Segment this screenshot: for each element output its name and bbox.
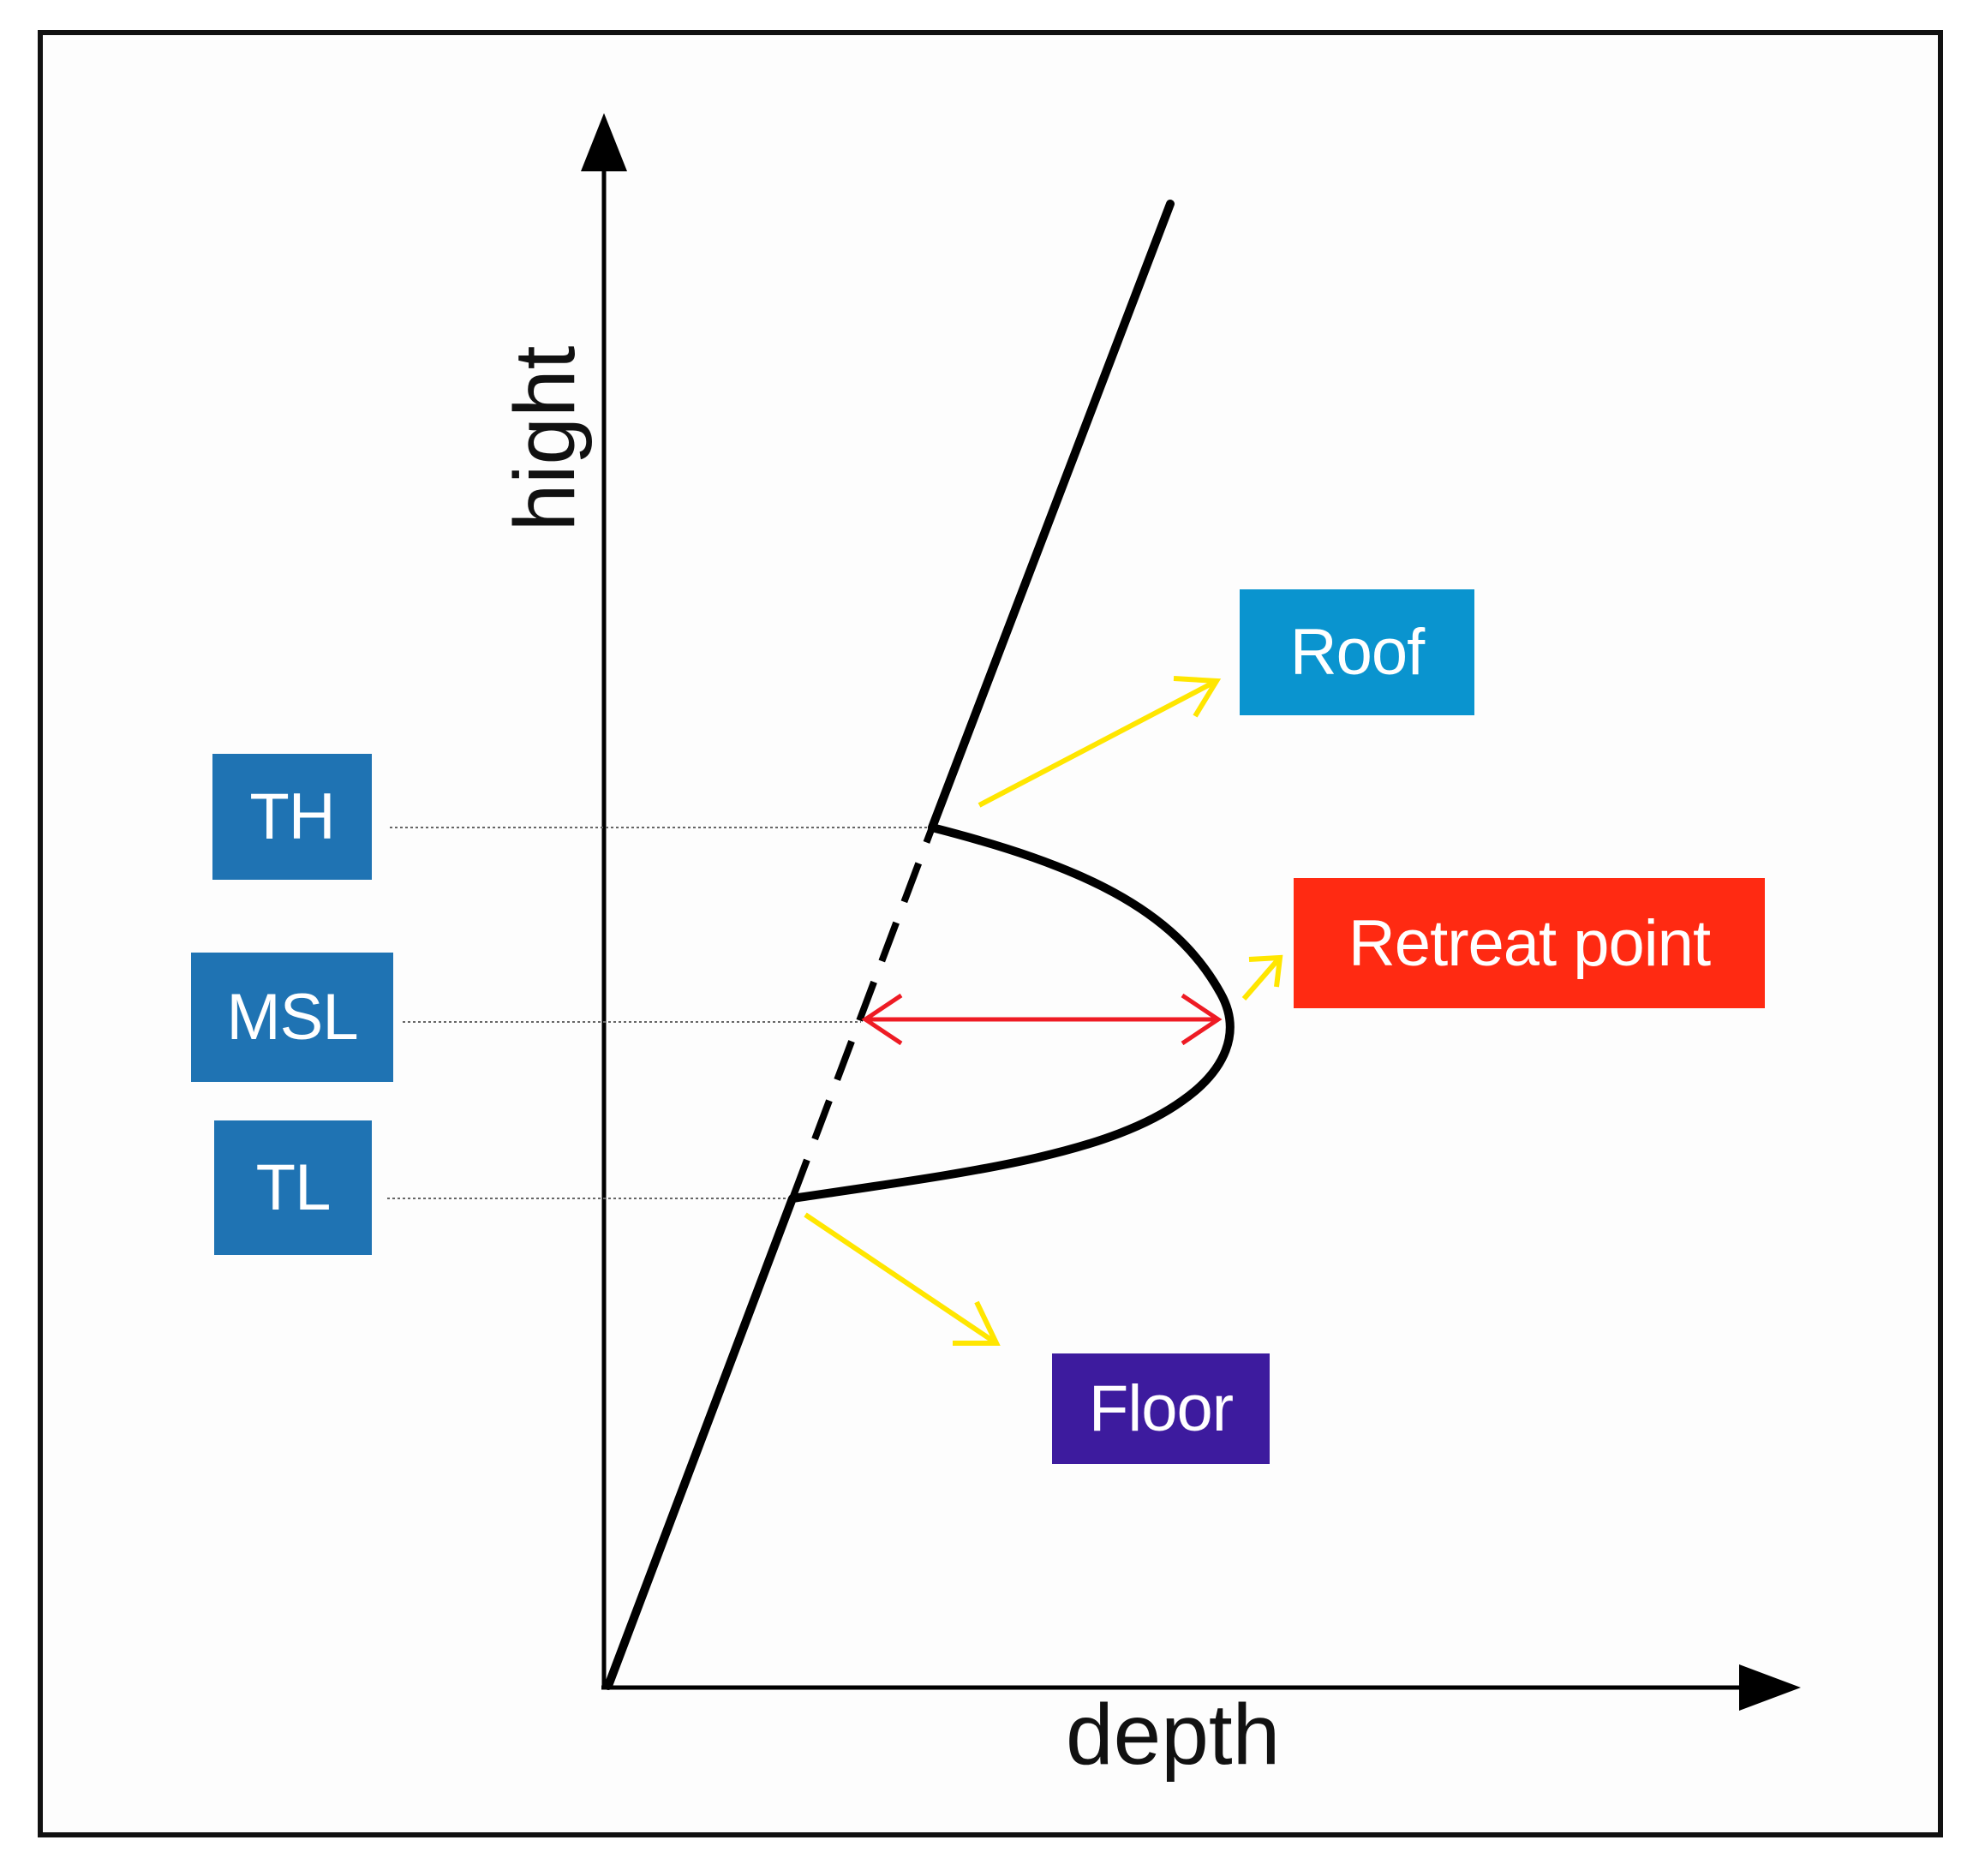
x-axis-arrowhead [1739, 1664, 1801, 1711]
floor-pointer-arrow [804, 1212, 995, 1344]
floor-pointer-arrowhead [953, 1300, 1001, 1346]
retreat-pointer-arrow [1241, 958, 1281, 1001]
roof-pointer-arrowhead [1173, 676, 1222, 718]
y-axis-arrowhead [581, 113, 627, 171]
retreat-point-label-box: Retreat point [1294, 878, 1765, 1008]
msl-label-box: MSL [191, 953, 393, 1082]
slope-line-upper [928, 200, 1175, 832]
floor-label-box: Floor [1052, 1353, 1270, 1464]
th-label-box: TH [212, 754, 372, 880]
tl-label-box: TL [214, 1120, 372, 1255]
x-axis-label: depth [1066, 1687, 1281, 1783]
slope-line-lower [604, 1194, 797, 1690]
roof-label-box: Roof [1240, 589, 1474, 715]
notch-curve [792, 823, 1235, 1203]
slope-line-dashed [789, 826, 936, 1200]
retreat-pointer-arrowhead [1248, 954, 1283, 988]
roof-pointer-arrow [978, 679, 1217, 808]
y-axis-label: hight [497, 345, 593, 532]
retreat-arrowhead-right [1181, 993, 1223, 1046]
retreat-arrowhead-left [861, 993, 903, 1046]
